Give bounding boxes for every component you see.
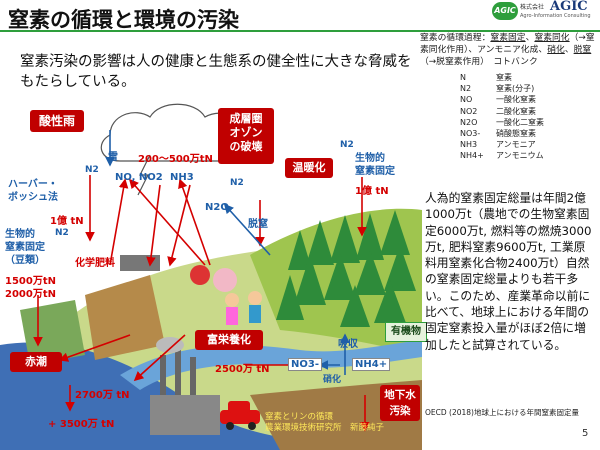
source-citation: OECD (2018)地球上における年間窒素固定量	[425, 408, 579, 417]
logo-tagline: Agro-Information Consulting	[520, 13, 591, 19]
figure-credit: 窒素とリンの循環 農業環境技術研究所 新藤純子	[265, 412, 385, 433]
chemical-legend: N 窒素 N2 窒素(分子) NO 一酸化窒素 NO2 二酸化窒素 N2O 一酸化二窒素 NO3- 硝…	[460, 72, 600, 162]
factory-icon	[150, 337, 220, 435]
legend-symbol: N2O	[460, 117, 478, 127]
logo-company-label: 株式会社	[520, 4, 545, 11]
soil-layer	[250, 380, 422, 450]
logo-badge: AGIC	[492, 2, 518, 20]
sea-amount-1: 2700万 tN	[75, 390, 130, 401]
legend-symbol: NO	[460, 95, 473, 105]
eutrophication-label: 富栄養化	[195, 330, 263, 350]
legend-name: 窒素	[496, 73, 512, 82]
sea-amount-2: + 3500万 tN	[48, 419, 115, 430]
n2o-label: N2O	[205, 202, 229, 213]
nh3-label: NH3	[170, 172, 194, 183]
nox-label: NO, NO2	[115, 172, 163, 183]
organic-matter-label: 有機物	[385, 322, 427, 342]
legend-symbol: N	[460, 73, 466, 82]
acid-rain-label: 酸性雨	[30, 110, 84, 132]
thunder-amount: 200～500万tN	[138, 154, 213, 165]
fertilizer-label: 化学肥料	[75, 258, 115, 269]
thunder-label: 雷	[108, 152, 118, 163]
legend-row: N2O 一酸化二窒素	[460, 117, 600, 128]
ozone-label: 成層圏 オゾン の破壊	[218, 108, 274, 164]
absorption-label: 吸収	[338, 339, 358, 350]
legend-row: NH4+ アンモニウム	[460, 150, 600, 161]
people-animals-icon	[190, 265, 262, 325]
legend-row: NO3- 硝酸態窒素	[460, 128, 600, 139]
legend-row: NH3 アンモニア	[460, 139, 600, 150]
forest-trees	[276, 210, 416, 327]
nh4-label: NH4+	[352, 358, 391, 371]
bio-fixation-right-label: 生物的 窒素固定	[355, 153, 395, 177]
header-divider	[0, 30, 600, 32]
runoff-amount: 2500万 tN	[215, 364, 270, 375]
red-tide-label: 赤潮	[10, 352, 62, 372]
legend-symbol: NO3-	[460, 129, 481, 139]
legend-row: N 窒素	[460, 72, 600, 83]
river-shape	[120, 340, 422, 390]
n2-label-3: N2	[230, 178, 244, 188]
tractor-icon	[120, 255, 160, 271]
nitrogen-cycle-diagram	[0, 95, 422, 450]
haber-amount: 1億 tN	[50, 216, 84, 227]
groundwater-label: 地下水 汚染	[380, 385, 420, 421]
car-icon	[220, 401, 260, 430]
legend-symbol: NH3	[460, 140, 478, 150]
bio-fixation-left-label: 生物的 窒素固定 （豆類）	[5, 229, 45, 266]
denitrification-label: 脱窒	[248, 219, 268, 230]
page-title: 窒素の循環と環境の汚染	[8, 8, 239, 32]
haber-bosch-label: ハーバー・ ボッシュ法	[8, 179, 58, 203]
legend-symbol: NO2	[460, 106, 478, 116]
legend-name: 二酸化窒素	[496, 106, 536, 116]
warming-label: 温暖化	[285, 158, 333, 178]
legend-name: 窒素(分子)	[496, 84, 535, 94]
subtitle-text: 窒素汚染の影響は人の健康と生態系の健全性に大きな脅威をもたらしている。	[20, 54, 412, 90]
company-logo: AGIC 株式会社 AGIC Agro-Information Consulti…	[492, 0, 596, 22]
n2-label-4: N2	[340, 140, 354, 150]
n2-label-1: N2	[85, 165, 99, 175]
legend-name: 一酸化窒素	[496, 95, 536, 105]
legend-name: アンモニウム	[496, 151, 544, 161]
legend-symbol: N2	[460, 84, 472, 94]
legend-name: 硝酸態窒素	[496, 129, 536, 139]
legend-name: アンモニア	[496, 140, 536, 150]
no3-label: NO3-	[288, 358, 322, 371]
bio-fixation-right-amount: 1億 tN	[355, 186, 389, 197]
legend-name: 一酸化二窒素	[496, 117, 544, 127]
logo-name: AGIC	[550, 0, 588, 14]
rice-paddy	[20, 300, 85, 365]
process-note: 窒素の循環過程：窒素固定、窒素同化（→窒素同化作用）、アンモニア化成、硝化、脱窒…	[420, 33, 595, 67]
legend-row: NO2 二酸化窒素	[460, 106, 600, 117]
nitrification-label: 硝化	[323, 375, 342, 385]
legend-row: NO 一酸化窒素	[460, 94, 600, 105]
info-paragraph: 人為的窒素固定総量は年間2億1000万t（農地での生物窒素固定6000万t, 燃…	[425, 191, 592, 352]
legend-row: N2 窒素(分子)	[460, 83, 600, 94]
bio-fixation-left-amounts: 1500万tN 2000万tN	[5, 276, 56, 300]
page-number: 5	[582, 428, 589, 439]
farm-field	[85, 275, 165, 360]
legend-symbol: NH4+	[460, 151, 484, 161]
n2-label-2: N2	[55, 228, 69, 238]
lightning-icon	[137, 154, 151, 196]
